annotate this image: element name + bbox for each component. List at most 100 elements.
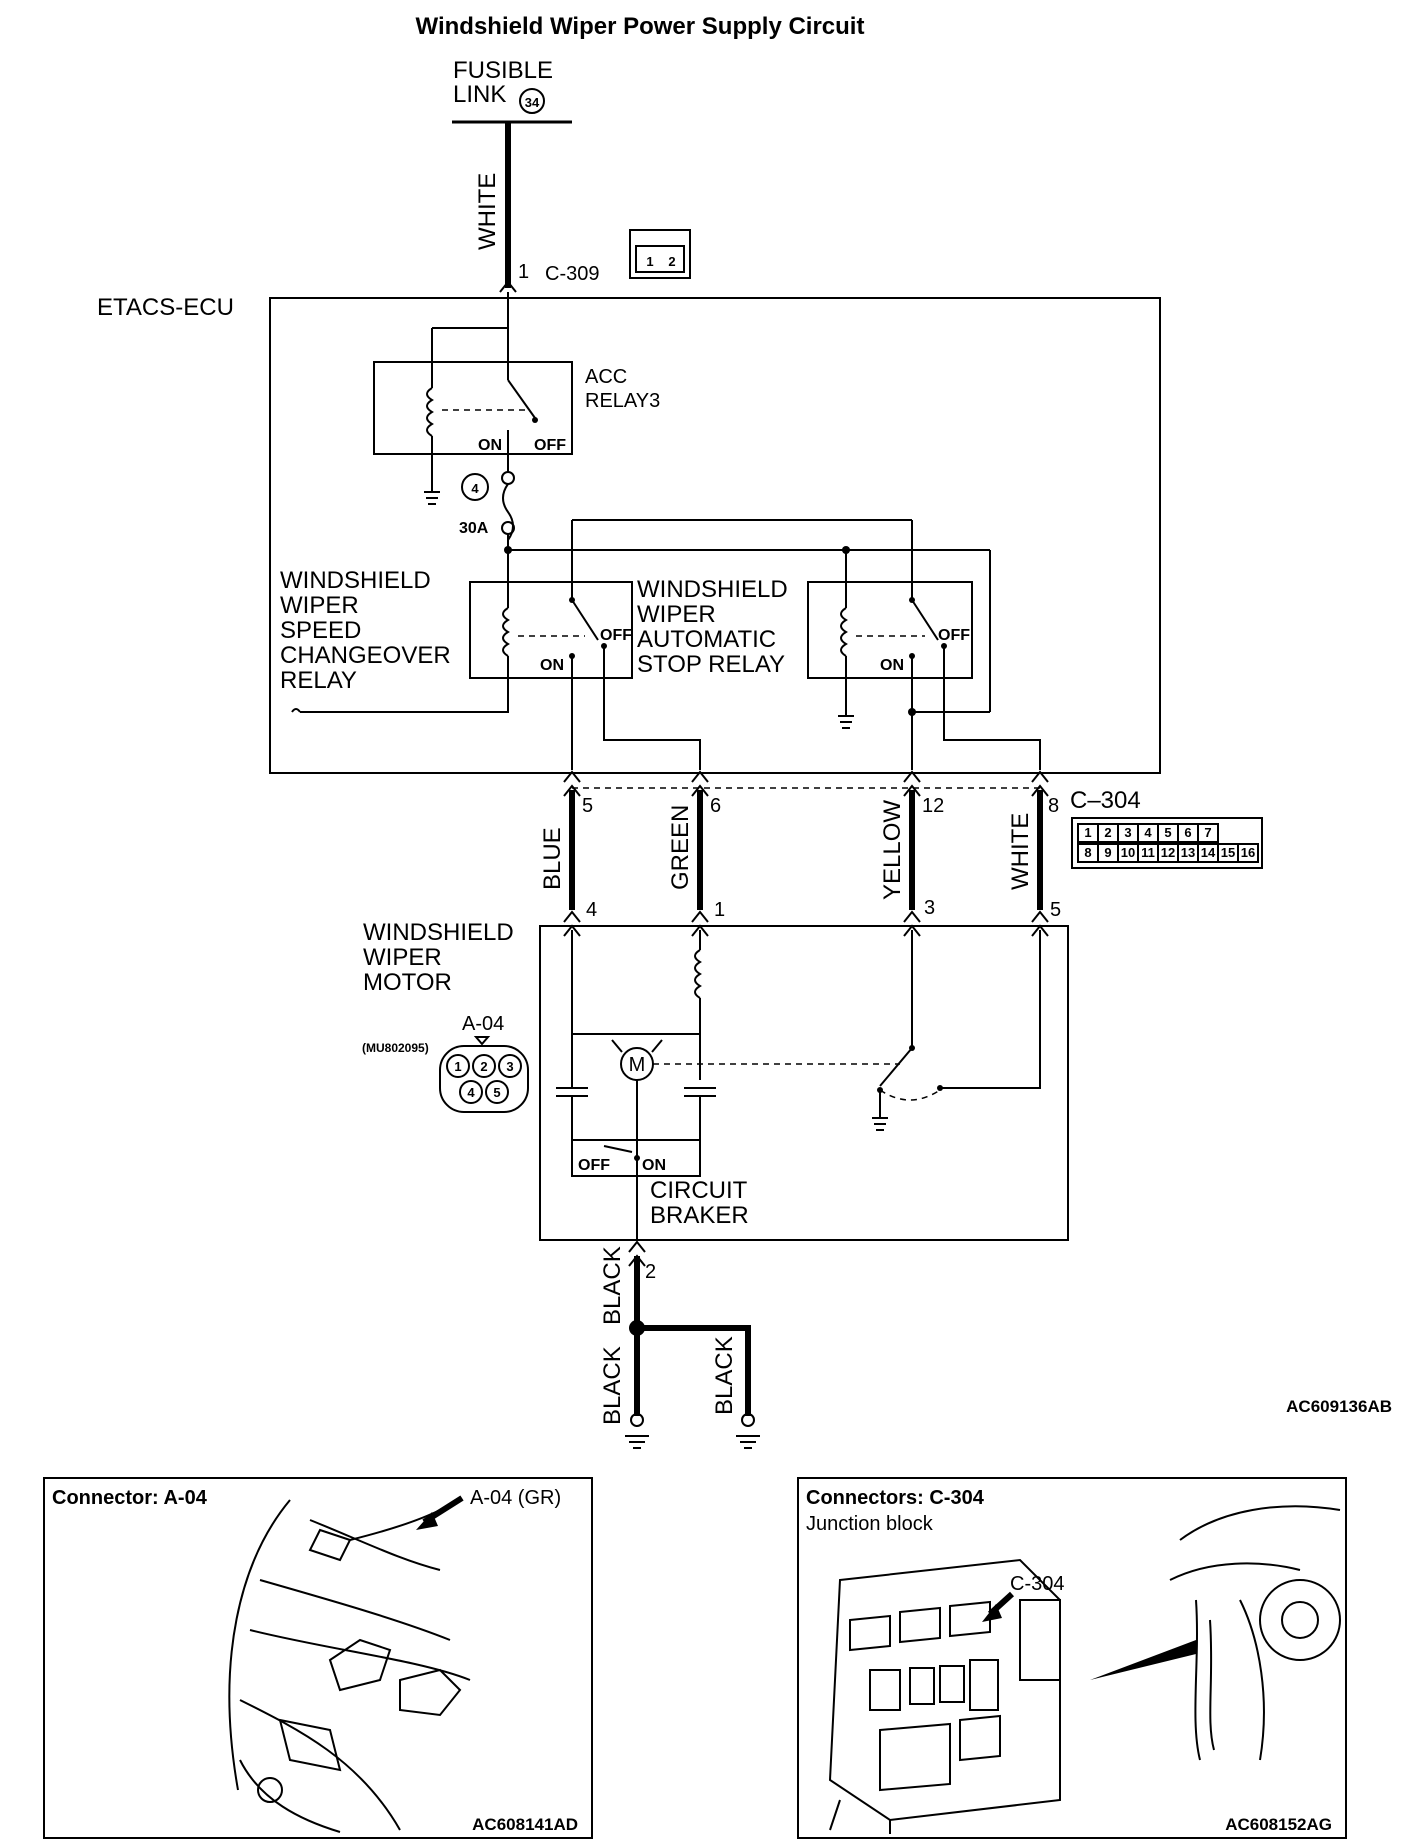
c304-face-pin-9: 9: [1104, 845, 1111, 860]
a04-face-pin-3: 3: [506, 1059, 513, 1074]
c304-pin-12: 12: [922, 795, 944, 817]
c304-pin-6: 6: [710, 795, 721, 817]
acc-relay-off: OFF: [534, 437, 566, 454]
speed-relay-coil-control: [300, 656, 509, 713]
panel-c304-frame: [797, 1477, 1347, 1839]
c304-face-pin-4: 4: [1144, 825, 1152, 840]
acc-relay: ACC RELAY3 ON OFF: [373, 292, 660, 505]
a04-face-cell-2: [472, 1054, 496, 1078]
speed-relay-coil: [502, 607, 510, 657]
motor-pin-5: 5: [1050, 899, 1061, 921]
fusible-link: FUSIBLE LINK 34: [452, 57, 572, 124]
panel-c304-title: Connectors: C-304: [806, 1487, 985, 1509]
a04-face-pin-1: 1: [454, 1059, 461, 1074]
auto-stop-pivot: [909, 1045, 915, 1051]
c304-face-pin-8: 8: [1084, 845, 1091, 860]
panel-a04-arrow-head: [416, 1512, 438, 1530]
motor-brushes: [611, 1033, 663, 1053]
a04-face-cell-4: [459, 1080, 483, 1104]
motor-symbol: M: [629, 1054, 646, 1076]
c304-face: [1071, 817, 1263, 869]
figure-code-main: AC609136AB: [1286, 1397, 1392, 1416]
breaker-label-1: CIRCUIT: [650, 1177, 748, 1204]
c309-arrow: [499, 280, 517, 293]
wire-label-white: WHITE: [1007, 813, 1034, 890]
automatic-stop-relay: WINDSHIELD WIPER AUTOMATIC STOP RELAY ON…: [637, 520, 973, 729]
circuit-breaker: OFF ON CIRCUIT BRAKER: [571, 1139, 749, 1240]
speed-relay-control-break: [291, 708, 301, 713]
stop-relay-box: [807, 581, 973, 679]
speed-relay-label-2: WIPER: [280, 592, 359, 619]
c309-face-pin-2: 2: [668, 254, 675, 269]
capacitor-left: [556, 1087, 588, 1097]
c309-pin-number: 1: [518, 261, 529, 283]
stop-relay-label-4: STOP RELAY: [637, 651, 785, 678]
c304-face-pin-1: 1: [1084, 825, 1091, 840]
stop-relay-label-2: WIPER: [637, 601, 716, 628]
a04-face-pin-2: 2: [480, 1059, 487, 1074]
junction-dot: [504, 546, 512, 554]
acc-relay-box: [373, 361, 573, 455]
a04-face-pin-5: 5: [493, 1085, 500, 1100]
breaker-label-2: BRAKER: [650, 1202, 749, 1229]
a04-face-pin-4: 4: [467, 1085, 475, 1100]
c304-pin-5: 5: [582, 795, 593, 817]
speed-relay-pivot: [569, 597, 575, 603]
c304-face-cell-16: [1237, 843, 1259, 863]
motor-label-3: MOTOR: [363, 969, 452, 996]
fusible-link-line2: LINK: [453, 81, 506, 108]
panel-c304-arrow-head: [982, 1604, 1002, 1622]
auto-stop-switch: [879, 1047, 913, 1087]
auto-stop-ground-icon: [872, 1117, 888, 1131]
a04-face: [439, 1045, 529, 1113]
ground-terminal-right: [741, 1413, 755, 1427]
panel-a04-frame: [43, 1477, 593, 1839]
c304-face-pin-11: 11: [1141, 845, 1155, 860]
c304-pin-8: 8: [1048, 795, 1059, 817]
wire-black-branch: [637, 1325, 751, 1416]
diagram-title: Windshield Wiper Power Supply Circuit: [416, 13, 865, 40]
c309-connector-inner: [635, 245, 685, 273]
wire-label-black-left: BLACK: [599, 1346, 626, 1425]
a04-part-number: (MU802095): [362, 1041, 429, 1055]
stop-relay-on: ON: [880, 657, 904, 674]
acc-relay-contact: [532, 417, 538, 423]
fuse-number: 4: [471, 481, 479, 496]
junction-block-illustration: [828, 1558, 1061, 1834]
speed-changeover-relay: WINDSHIELD WIPER SPEED CHANGEOVER RELAY …: [280, 520, 633, 713]
ground-wiring: 2 BLACK BLACK BLACK: [599, 1240, 760, 1449]
dashboard-illustration: [1169, 1505, 1341, 1761]
motor-choke-coil: [694, 949, 702, 999]
speed-relay-off-out: [603, 646, 701, 770]
panel-c304-code: AC608152AG: [1225, 1815, 1332, 1834]
stop-relay-off: OFF: [938, 627, 970, 644]
fusible-link-number-circle: [519, 88, 545, 114]
c309-face-pin-1: 1: [646, 254, 653, 269]
speed-relay-off: OFF: [600, 627, 632, 644]
breaker-contact: [603, 1145, 633, 1153]
motor-connector-pins: 4 1 3 5: [563, 897, 1061, 937]
wire-label-yellow: YELLOW: [879, 800, 906, 900]
speed-relay-label-4: CHANGEOVER: [280, 642, 451, 669]
acc-relay-label-2: RELAY3: [585, 390, 660, 412]
fuse-rating: 30A: [459, 520, 489, 537]
wire-label-black-main: BLACK: [599, 1246, 626, 1325]
c304-face-cell-7: [1197, 823, 1219, 843]
c309-connector-face: [629, 229, 691, 279]
c304-face-pin-10: 10: [1121, 845, 1135, 860]
c304-face-pin-3: 3: [1124, 825, 1131, 840]
capacitor-right: [684, 1087, 716, 1097]
c304-face-pin-15: 15: [1221, 845, 1235, 860]
wiper-motor-internals: M: [556, 930, 1041, 1175]
panel-a04-code: AC608141AD: [472, 1815, 578, 1834]
etacs-ecu-box: [269, 297, 1161, 774]
panel-c304-subtitle: Junction block: [806, 1513, 934, 1535]
motor-pin-3: 3: [924, 897, 935, 919]
a04-face-pins: 1 2 3 4 5: [446, 1054, 522, 1104]
speed-relay-label-1: WINDSHIELD: [280, 567, 431, 594]
stop-relay-label-3: AUTOMATIC: [637, 626, 776, 653]
wire-label-green: GREEN: [667, 805, 694, 890]
